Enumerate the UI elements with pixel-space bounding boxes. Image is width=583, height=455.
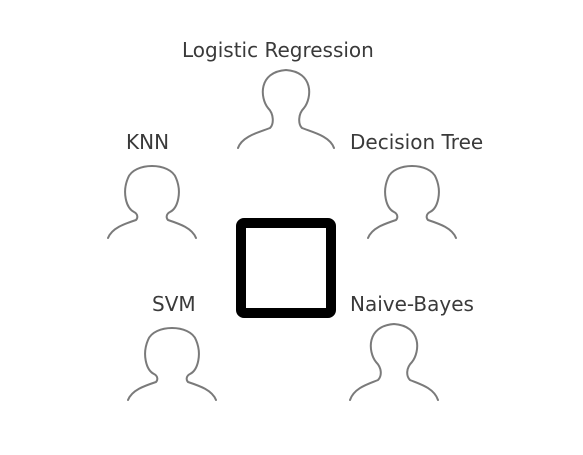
node-label-decision-tree: Decision Tree [350, 130, 484, 154]
node-label-svm: SVM [152, 292, 196, 316]
person-female-icon [367, 165, 457, 239]
node-label-knn: KNN [126, 130, 170, 154]
node-label-logistic-regression: Logistic Regression [182, 38, 374, 62]
person-male-icon [237, 69, 335, 149]
person-male-icon [349, 323, 439, 401]
square-outline-icon [236, 218, 336, 318]
person-female-icon [127, 327, 217, 401]
person-female-icon [107, 165, 197, 239]
node-label-naive-bayes: Naive-Bayes [350, 292, 474, 316]
